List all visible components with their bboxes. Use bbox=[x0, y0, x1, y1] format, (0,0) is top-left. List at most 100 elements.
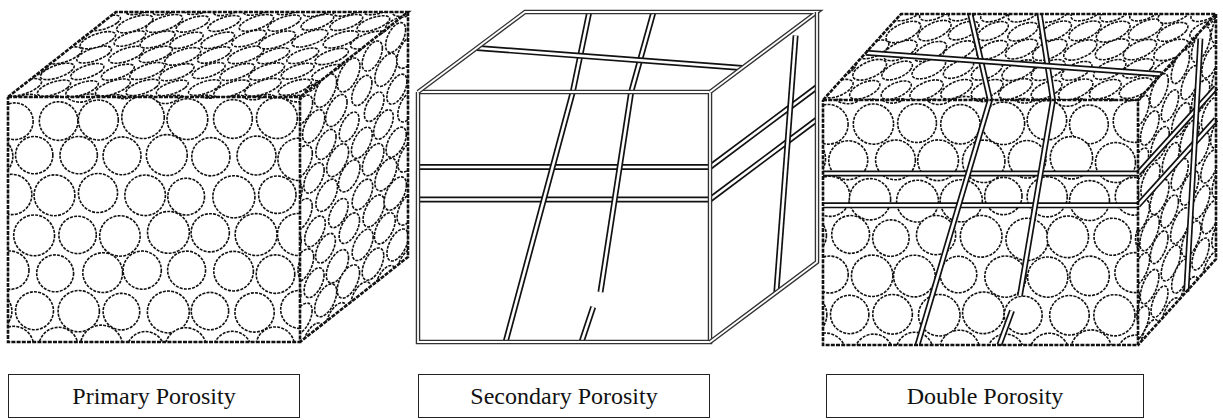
grain bbox=[851, 255, 892, 296]
grain bbox=[213, 331, 251, 342]
caption-text: Primary Porosity bbox=[72, 383, 235, 409]
grain bbox=[146, 135, 187, 176]
grain bbox=[235, 293, 274, 332]
grain bbox=[398, 85, 408, 128]
grain bbox=[873, 220, 909, 256]
grain bbox=[16, 292, 54, 330]
grain bbox=[823, 41, 862, 60]
grain bbox=[1094, 295, 1135, 336]
grain bbox=[894, 255, 936, 297]
grain bbox=[823, 256, 848, 293]
grain bbox=[214, 100, 253, 139]
grain bbox=[985, 177, 1022, 214]
cube bbox=[760, 0, 1223, 420]
grain bbox=[125, 175, 166, 216]
grain bbox=[1002, 22, 1044, 41]
cube-face bbox=[1109, 0, 1223, 420]
grain bbox=[277, 213, 300, 255]
grain bbox=[34, 175, 75, 216]
grain bbox=[397, 29, 408, 74]
grain bbox=[940, 256, 977, 293]
grain bbox=[8, 103, 33, 140]
grain bbox=[100, 216, 140, 256]
caption-box: Double Porosity bbox=[826, 374, 1144, 418]
grain bbox=[350, 327, 372, 342]
grain bbox=[58, 290, 99, 331]
grain bbox=[1050, 296, 1090, 336]
grain bbox=[362, 242, 384, 286]
grain bbox=[823, 176, 850, 216]
grain bbox=[1070, 181, 1110, 221]
grain bbox=[1172, 305, 1190, 345]
grain bbox=[823, 99, 853, 100]
grain bbox=[259, 176, 296, 213]
grain bbox=[830, 295, 868, 333]
grain bbox=[1151, 280, 1168, 324]
grain bbox=[103, 137, 141, 175]
grain bbox=[898, 104, 937, 143]
grain bbox=[256, 255, 295, 294]
grain bbox=[1113, 100, 1138, 142]
grain bbox=[8, 326, 34, 342]
grain bbox=[78, 173, 117, 212]
grain bbox=[960, 215, 1002, 257]
grain bbox=[278, 138, 300, 180]
grain bbox=[60, 136, 97, 173]
grain bbox=[168, 178, 205, 215]
grain bbox=[1028, 257, 1068, 297]
grain bbox=[1181, 320, 1199, 345]
grain bbox=[1202, 296, 1216, 344]
fracture bbox=[710, 20, 817, 343]
cube-face bbox=[710, 12, 817, 342]
grain bbox=[127, 332, 165, 342]
caption-text: Secondary Porosity bbox=[470, 383, 657, 409]
grain bbox=[1192, 282, 1210, 330]
grain bbox=[338, 314, 359, 342]
grain bbox=[59, 216, 96, 253]
grain bbox=[39, 102, 78, 141]
grain bbox=[78, 100, 118, 140]
grain bbox=[851, 14, 899, 22]
grain bbox=[281, 290, 300, 328]
grain bbox=[191, 214, 229, 252]
grain bbox=[214, 251, 254, 291]
grain bbox=[52, 15, 100, 32]
grain bbox=[8, 251, 29, 289]
grain bbox=[237, 136, 276, 175]
grain bbox=[1115, 177, 1138, 215]
grain bbox=[397, 187, 408, 232]
cube-face bbox=[762, 0, 1223, 120]
grain bbox=[941, 105, 980, 144]
fracture bbox=[418, 92, 710, 342]
grain bbox=[1161, 340, 1180, 345]
grain bbox=[832, 216, 870, 254]
grain bbox=[1151, 22, 1194, 41]
grain bbox=[1095, 143, 1135, 183]
grain bbox=[849, 179, 890, 220]
grain bbox=[1211, 264, 1216, 309]
grain bbox=[823, 79, 827, 99]
grain bbox=[853, 104, 893, 144]
grain bbox=[148, 211, 190, 253]
grain bbox=[1094, 218, 1131, 255]
cube-face bbox=[418, 92, 710, 342]
grain bbox=[192, 138, 230, 176]
grain bbox=[876, 61, 918, 80]
grain bbox=[823, 333, 846, 345]
grain bbox=[80, 325, 122, 342]
grain bbox=[1117, 335, 1138, 345]
grain bbox=[167, 99, 208, 140]
grain bbox=[257, 98, 298, 139]
grain bbox=[1115, 253, 1138, 293]
grain bbox=[854, 334, 893, 345]
caption-box: Primary Porosity bbox=[8, 374, 300, 418]
grain bbox=[191, 292, 228, 329]
grain bbox=[1150, 330, 1167, 345]
grain bbox=[387, 223, 408, 267]
grain bbox=[1070, 256, 1109, 295]
grain bbox=[8, 174, 32, 214]
grain bbox=[1047, 216, 1089, 258]
grain bbox=[261, 15, 308, 31]
